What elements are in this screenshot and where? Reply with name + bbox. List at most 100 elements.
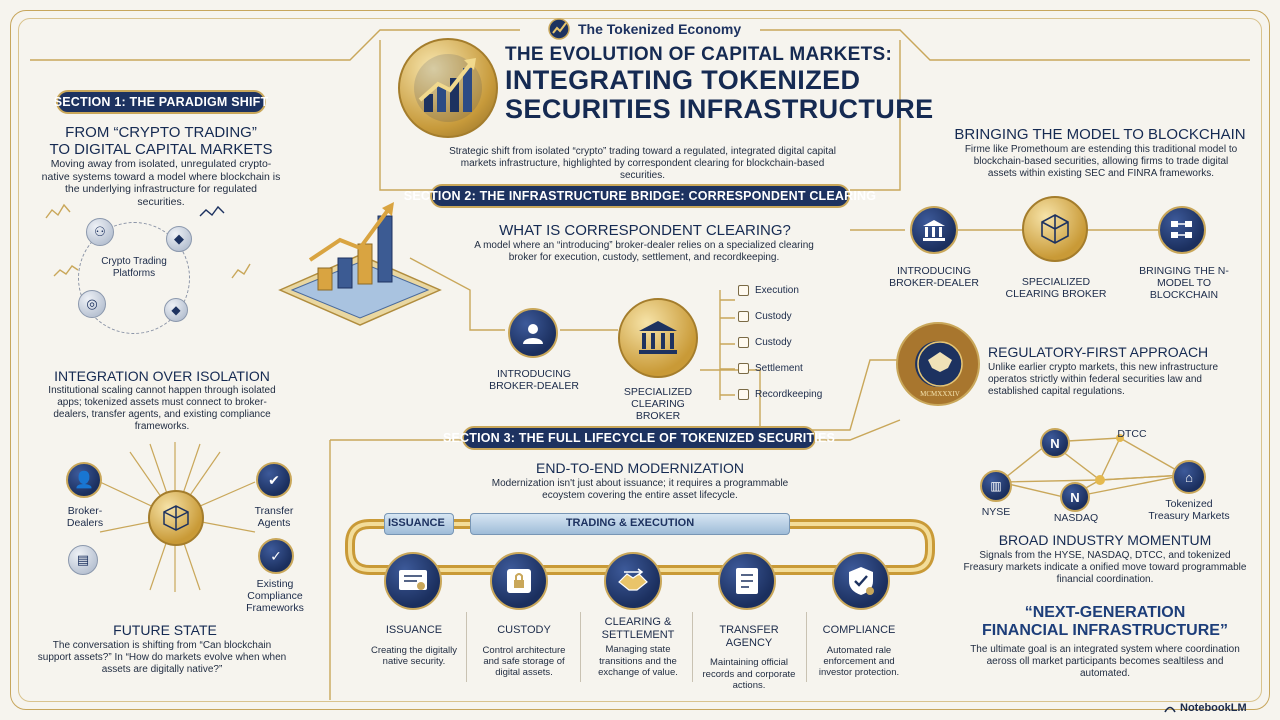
stage-divider <box>580 612 581 682</box>
title-line-3: SECURITIES INFRASTRUCTURE <box>505 94 934 125</box>
stage-clearing: CLEARING & SETTLEMENT Managing state tra… <box>588 616 688 678</box>
net-dtcc-label: DTCC <box>1117 428 1147 440</box>
right-node2-label: SPECIALIZED CLEARING BROKER <box>1005 276 1107 301</box>
title-line-2: INTEGRATING TOKENIZED <box>505 65 861 95</box>
shield-gear-icon <box>832 552 890 610</box>
net-nasdaq-label: NASDAQ <box>1053 512 1099 524</box>
stage-issuance: ISSUANCE Creating the digitally native s… <box>368 624 460 667</box>
brand-logo-icon <box>548 18 570 40</box>
section2-pill: SECTION 2: THE INFRASTRUCTURE BRIDGE: CO… <box>404 184 876 208</box>
regulatory-heading: REGULATORY-FIRST APPROACH <box>988 344 1209 360</box>
checklist-label: Recordkeeping <box>755 389 823 400</box>
flow-issuance-label: ISSUANCE <box>388 517 445 529</box>
stage-title: CLEARING & SETTLEMENT <box>601 616 675 641</box>
checklist-label: Custody <box>755 337 792 348</box>
footer-brand: NotebookLM <box>1164 702 1247 714</box>
pipeline-loop <box>345 519 935 575</box>
stage-custody: CUSTODY Control architecture and safe st… <box>474 624 574 679</box>
sec-seal-icon: MCMXXXIV <box>896 322 980 406</box>
certificate-icon: ▤ <box>68 545 98 575</box>
nasdaq-logo-icon-2: N <box>1060 482 1090 512</box>
introducing-broker-label: INTRODUCING BROKER-DEALER <box>489 368 579 393</box>
checklist-ticks <box>720 299 735 396</box>
checklist-settlement: Settlement <box>738 363 803 374</box>
stage-divider <box>692 612 693 682</box>
compliance-check-icon: ✓ <box>258 538 294 574</box>
stage-desc: Maintaining official records and corpora… <box>702 657 796 692</box>
stage-desc: Creating the digitally native security. <box>370 644 458 668</box>
regulatory-body: Unlike earlier crypto markets, this new … <box>988 362 1219 397</box>
footer-brand-label: NotebookLM <box>1180 702 1247 714</box>
bridge-link-1 <box>409 257 505 331</box>
section3-pill: SECTION 3: THE FULL LIFECYCLE OF TOKENIZ… <box>443 426 835 450</box>
inner-frame <box>18 18 1262 702</box>
outer-frame <box>10 10 1270 710</box>
document-list-icon <box>718 552 776 610</box>
future-state-heading: FUTURE STATE <box>113 622 217 638</box>
blockchain-cube-icon <box>1022 196 1088 262</box>
notebooklm-logo-icon <box>1164 706 1176 713</box>
platform-chart-icon <box>278 202 442 326</box>
nasdaq-logo-icon: N <box>1040 428 1070 458</box>
broker-user-icon: 👤 <box>66 462 102 498</box>
hub-cube-icon <box>148 490 204 546</box>
top-left-line <box>30 29 520 61</box>
brand-name: The Tokenized Economy <box>578 21 742 37</box>
vault-lock-icon <box>490 552 548 610</box>
handshake-icon <box>604 552 662 610</box>
section3-body: Modernization isn't just about issuance;… <box>491 478 789 501</box>
mini-charts-decor <box>45 203 251 279</box>
stage-title: TRANSFER AGENCY <box>719 624 779 649</box>
stage-compliance: COMPLIANCE Automated rale enforcement an… <box>810 624 908 679</box>
stage-divider <box>466 612 467 682</box>
main-title: THE EVOLUTION OF CAPITAL MARKETS: INTEGR… <box>505 44 934 125</box>
stage-divider <box>806 612 807 682</box>
section1-heading-line2: TO DIGITAL CAPITAL MARKETS <box>49 141 273 159</box>
title-line-1: THE EVOLUTION OF CAPITAL MARKETS: <box>505 44 893 65</box>
bank-icon <box>910 206 958 254</box>
checklist-label: Custody <box>755 311 792 322</box>
ethereum-icon: ◆ <box>166 226 192 252</box>
net-tokenized-label: Tokenized Treasury Markets <box>1148 498 1230 523</box>
coin-icon: ◎ <box>78 290 106 318</box>
specialized-clearing-label: SPECIALIZED CLEARING BROKER <box>623 386 693 423</box>
growth-chart-logo-icon <box>398 38 498 138</box>
clearing-bank-icon <box>618 298 698 378</box>
stage-transfer-agency: TRANSFER AGENCY Maintaining official rec… <box>696 624 802 691</box>
network-icon: ⚇ <box>86 218 114 246</box>
stage-desc: Managing state transitions and the excha… <box>598 644 678 679</box>
flow-trading-bar <box>470 513 790 535</box>
stage-desc: Automated rale enforcement and investor … <box>818 644 900 679</box>
stage-desc: Control architecture and safe storage of… <box>482 644 566 679</box>
checklist-custody-2: Custody <box>738 337 792 348</box>
checklist-recordkeeping: Recordkeeping <box>738 389 822 400</box>
stage-title: CUSTODY <box>497 624 551 636</box>
future-state-body: The conversation is shifting from “Can b… <box>37 640 287 675</box>
quote-line2: FINANCIAL INFRASTRUCTURE” <box>982 622 1228 640</box>
treasury-building-icon: ⌂ <box>1172 460 1206 494</box>
integration-body: Institutional scaling cannot happen thro… <box>48 385 276 432</box>
crypto-platforms-label: Crypto Trading Platforms <box>101 256 167 279</box>
stage-title: COMPLIANCE <box>822 624 896 636</box>
checkbox-icon <box>738 311 749 322</box>
introducing-broker-icon <box>508 308 558 358</box>
checkbox-icon <box>738 363 749 374</box>
checklist-custody-1: Custody <box>738 311 792 322</box>
quote-body: The ultimate goal is an integrated syste… <box>970 644 1240 679</box>
right-node1-label: INTRODUCING BROKER-DEALER <box>889 265 979 290</box>
top-right-line <box>760 29 1250 61</box>
broad-heading: BROAD INDUSTRY MOMENTUM <box>998 532 1212 548</box>
broad-body: Signals from the HYSE, NASDAQ, DTCC, and… <box>963 550 1247 585</box>
quote-heading: “NEXT-GENERATION FINANCIAL INFRASTRUCTUR… <box>955 604 1255 641</box>
stage-title: ISSUANCE <box>385 624 443 636</box>
certificate-stage-icon <box>384 552 442 610</box>
section3-heading: END-TO-END MODERNIZATION <box>536 460 744 476</box>
ethereum-icon-2: ◆ <box>164 298 188 322</box>
header-right-bracket <box>850 40 901 191</box>
flow-issuance-bar <box>384 513 454 535</box>
net-nyse-label: NYSE <box>981 506 1011 518</box>
checklist-label: Settlement <box>755 363 803 374</box>
bringing-heading: BRINGING THE MODEL TO BLOCKCHAIN <box>954 126 1246 143</box>
node-compliance-label: Existing Compliance Frameworks <box>246 578 304 615</box>
transfer-shield-icon: ✔ <box>256 462 292 498</box>
